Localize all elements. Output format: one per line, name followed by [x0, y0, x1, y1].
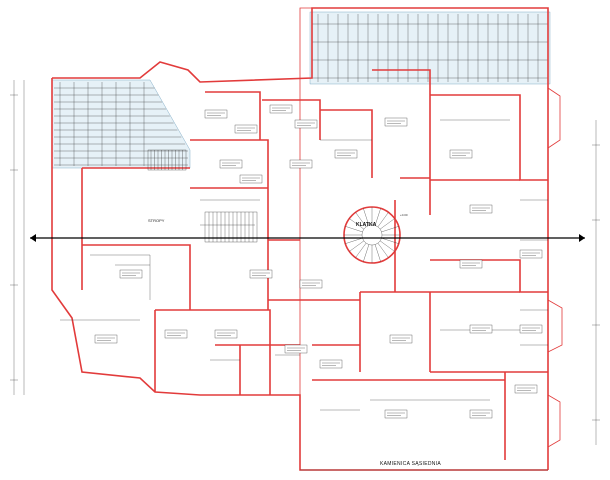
room-tag-box: [319, 359, 343, 369]
room-tags: [94, 104, 543, 419]
drawing-line: [355, 212, 367, 228]
room-tag-box: [469, 204, 493, 214]
neighbor-building-label: KAMIENICA SĄSIEDNIA: [380, 461, 441, 467]
drawing-line: [374, 244, 381, 262]
room-tag-box: [239, 174, 263, 184]
room-tag-box: [389, 334, 413, 344]
room-tag-box: [234, 124, 258, 134]
room-tag-box: [469, 409, 493, 419]
drawing-line: [381, 226, 399, 233]
room-tag-box: [269, 104, 293, 114]
room-tag-box: [249, 269, 273, 279]
drawing-line: [363, 244, 370, 262]
drawing-line: [379, 240, 395, 252]
section-axis: [30, 234, 585, 242]
room-tag-box: [449, 149, 473, 159]
drawing-line: [363, 208, 370, 226]
room-tag-box: [459, 259, 483, 269]
room-tag-box: [164, 329, 188, 339]
room-tag-box: [469, 324, 493, 334]
interior-walls: [81, 69, 548, 460]
spiral-staircase: [343, 206, 401, 264]
drawing-line: [349, 240, 365, 252]
room-tag-box: [219, 159, 243, 169]
room-tag-box: [204, 109, 228, 119]
floor-level-label: +0.00: [400, 213, 408, 217]
drawing-line: [377, 212, 389, 228]
room-tag-box: [214, 329, 238, 339]
room-tag-box: [519, 249, 543, 259]
drawing-line: [377, 242, 389, 258]
drawing-line: [345, 226, 363, 233]
partition-lines: [60, 119, 548, 411]
drawing-line: [379, 218, 395, 230]
drawing-line: [349, 218, 365, 230]
room-tag-box: [384, 117, 408, 127]
drawing-line: [345, 237, 363, 244]
left-dimension-ruler: [10, 80, 25, 395]
drawing-line: [381, 237, 399, 244]
right-dimension-ruler: [592, 120, 600, 445]
room-tag-box: [519, 324, 543, 334]
room-tag-box: [289, 159, 313, 169]
bay-windows: [547, 87, 563, 448]
room-tag-box: [94, 334, 118, 344]
secondary-stair: [147, 149, 187, 171]
room-tag-box: [294, 119, 318, 129]
stair-hall-label: KLATKA: [356, 222, 377, 228]
roof-beams-top-left: [51, 79, 191, 169]
drawing-line: [374, 208, 381, 226]
room-tag-box: [384, 409, 408, 419]
ceiling-label: STROPY: [148, 218, 165, 223]
exterior-walls: [51, 7, 549, 471]
room-tag-box: [284, 344, 308, 354]
room-tag-box: [334, 149, 358, 159]
room-tag-box: [514, 384, 538, 394]
main-staircase: [204, 211, 258, 243]
drawing-line: [355, 242, 367, 258]
room-tag-box: [299, 279, 323, 289]
room-tag-box: [119, 269, 143, 279]
